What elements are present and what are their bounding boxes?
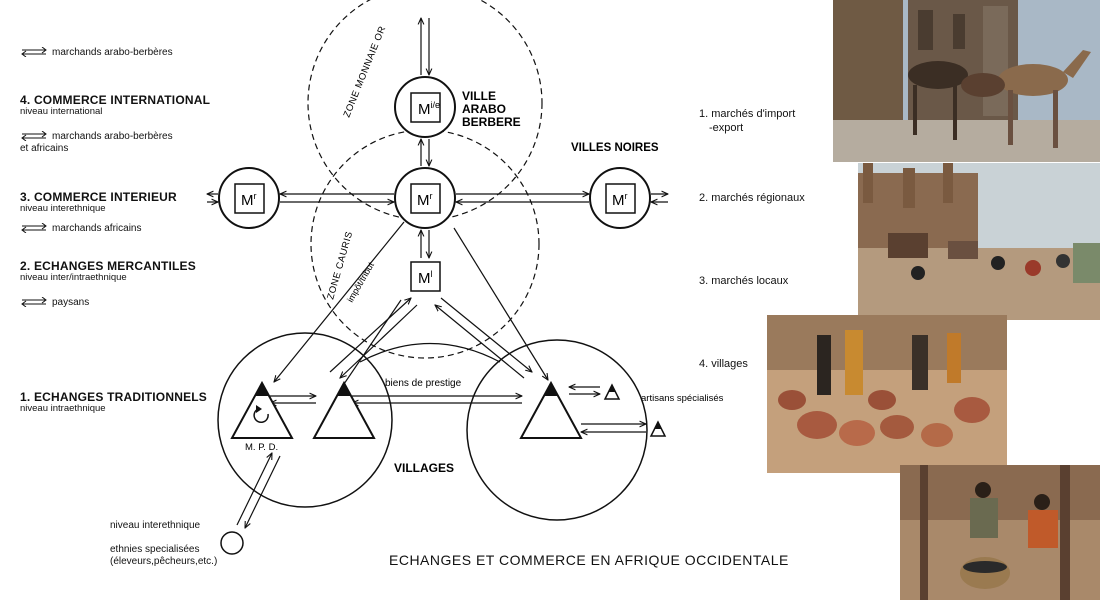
market-r-right-square	[605, 183, 636, 214]
local-market-photo-image	[767, 315, 1007, 473]
tax-label: impôt/tribut	[345, 260, 376, 304]
legend-african-merchants: marchands africains	[20, 223, 141, 235]
market-r-center-label: Mr	[417, 191, 433, 209]
arrow-local-to-right-a	[440, 297, 532, 372]
cycle-icon-arrowhead	[256, 405, 262, 413]
level-3-title: 3. COMMERCE INTERIEUR	[20, 190, 177, 204]
village-artisans-photo-image	[900, 465, 1100, 600]
village-circle-right	[466, 339, 648, 521]
main-title: ECHANGES ET COMMERCE EN AFRIQUE OCCIDENT…	[389, 552, 789, 568]
level-2-subtitle: niveau inter/intraethnique	[20, 272, 127, 283]
level-1-title: 1. ECHANGES TRADITIONNELS	[20, 390, 208, 404]
market-level-1: 1. marchés d'import -export	[699, 108, 796, 134]
market-ie-label: Mi/e	[418, 100, 440, 118]
artisans-label: artisans spécialisés	[641, 393, 724, 404]
photo-regional-market	[858, 163, 1100, 320]
double-arrow-icon	[21, 223, 47, 234]
villages-label: VILLAGES	[394, 461, 454, 475]
village-triangle-center-tip	[337, 383, 351, 396]
legend-interethnic: niveau interethnique	[110, 520, 201, 531]
legend-specialized-ethnies: ethnies specialisées (éleveurs,pêcheurs,…	[110, 544, 218, 567]
village-triangle-center	[312, 380, 376, 439]
arrow-local-to-right-b	[435, 305, 525, 379]
double-arrow-icon	[21, 297, 47, 308]
market-l-label: Ml	[418, 269, 433, 287]
village-triangle-right	[519, 380, 583, 439]
city-label-line-2: ARABO	[462, 102, 506, 116]
photo-local-market	[767, 315, 1007, 473]
arrow-village-to-local-a	[329, 298, 411, 373]
legend-arabo-african-merchants: marchands arabo-berbères et africains	[20, 131, 173, 154]
artisan-triangle-2-tip	[655, 422, 661, 429]
level-4-title: 4. COMMERCE INTERNATIONAL	[20, 93, 211, 107]
legend-arabo-merchants: marchands arabo-berbères	[20, 47, 173, 59]
artisan-triangle-1-tip	[609, 385, 615, 392]
city-label-line-3: BERBERE	[462, 115, 521, 129]
camels-photo-image	[833, 0, 1100, 162]
market-r-left-square	[234, 183, 265, 214]
legend-level-3: 3. COMMERCE INTERIEUR niveau interethniq…	[20, 191, 177, 215]
market-level-3: 3. marchés locaux	[699, 275, 789, 287]
market-r-center-square	[410, 183, 441, 214]
prestige-label: biens de prestige	[385, 378, 462, 389]
mpd-label: M. P. D.	[245, 442, 278, 453]
arrow-village-to-local-b	[340, 304, 418, 378]
prestige-arc	[359, 343, 501, 363]
ethnies-circle	[220, 531, 244, 555]
city-label-line-1: VILLE	[462, 89, 496, 103]
level-1-subtitle: niveau intraethnique	[20, 403, 106, 414]
arrow-mpd-to-ethnies	[245, 455, 281, 528]
cowrie-zone-circle	[310, 129, 540, 359]
level-3-subtitle: niveau interethnique	[20, 203, 106, 214]
village-triangles	[230, 380, 667, 439]
line-village-local-c	[343, 299, 402, 385]
arrow-center-to-mpd	[274, 221, 405, 382]
legend-level-1: 1. ECHANGES TRADITIONNELS niveau intraet…	[20, 391, 207, 415]
market-l-square	[410, 261, 441, 292]
legend-level-4: 4. COMMERCE INTERNATIONAL niveau interna…	[20, 94, 210, 118]
village-circle-left	[217, 332, 393, 508]
cycle-icon	[253, 408, 269, 424]
market-level-4: 4. villages	[699, 358, 748, 370]
zone-gold-label: ZONE MONNAIE OR	[342, 24, 389, 119]
mpd-triangle	[230, 380, 294, 439]
market-r-left-label: Mr	[241, 191, 257, 209]
mpd-triangle-tip	[255, 383, 269, 396]
regional-market-photo-image	[858, 163, 1100, 320]
village-triangle-right-tip	[544, 383, 558, 396]
market-ie-square	[410, 92, 441, 123]
arrow-center-to-right-village	[453, 227, 548, 380]
legend-level-2: 2. ECHANGES MERCANTILES niveau inter/int…	[20, 260, 196, 284]
level-4-subtitle: niveau international	[20, 106, 103, 117]
black-cities-label: VILLES NOIRES	[571, 142, 659, 154]
market-level-2: 2. marchés régionaux	[699, 192, 805, 204]
legend-peasants: paysans	[20, 297, 89, 309]
market-r-right-label: Mr	[612, 191, 628, 209]
arrow-ethnies-to-mpd	[236, 453, 272, 526]
photo-camels-city	[833, 0, 1100, 162]
level-2-title: 2. ECHANGES MERCANTILES	[20, 259, 196, 273]
double-arrow-icon	[21, 131, 47, 142]
photo-village-artisans	[900, 465, 1100, 600]
double-arrow-icon	[21, 47, 47, 58]
